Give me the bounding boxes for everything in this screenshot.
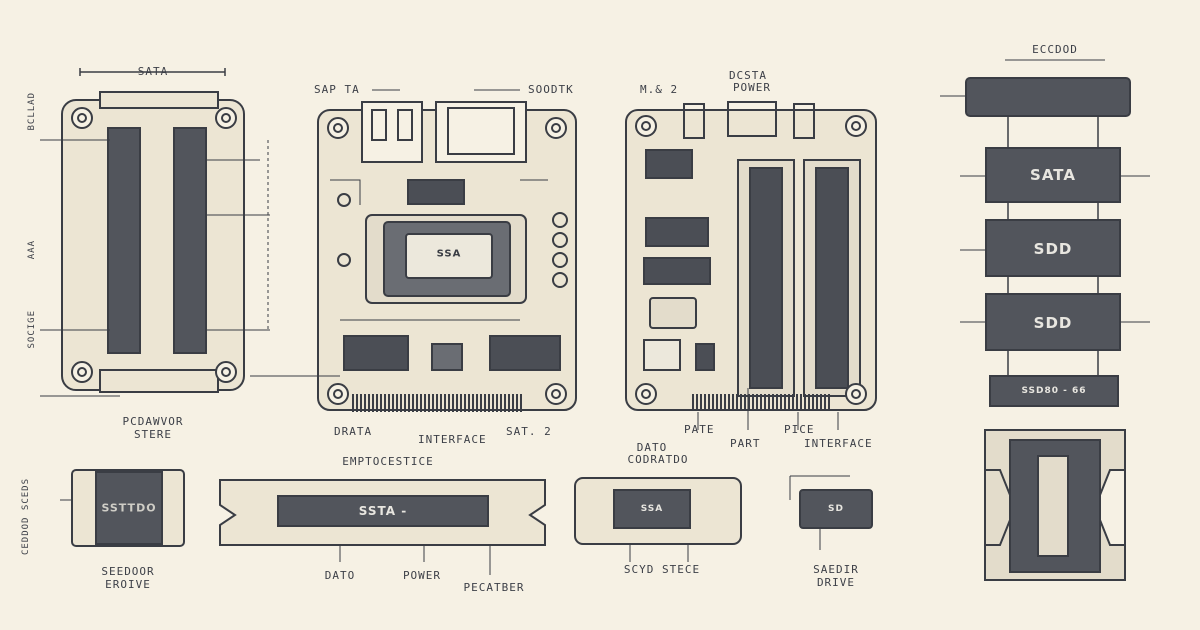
chip-sdd-block-2-label: SDD xyxy=(1033,314,1073,332)
label-soootk: SOODTK xyxy=(528,83,574,96)
label-left-side-3: SOCIGE xyxy=(27,310,37,349)
board-center xyxy=(250,89,577,412)
board-left xyxy=(40,68,270,397)
label-power-bottom: POWER xyxy=(402,569,442,582)
label-dato-connector-2: CODRATDO xyxy=(627,453,689,466)
label-interface-2: INTERFACE xyxy=(804,437,873,450)
label-left-side-1: BCLLAD xyxy=(27,92,37,131)
chip-bottom-left-label: SSTTDO xyxy=(101,501,157,515)
label-pice: PICE xyxy=(784,423,815,436)
chip-center-label: SSA xyxy=(436,248,462,260)
label-bottom-left-side: CEDDOD SCEDS xyxy=(21,478,31,556)
chip-bottom-strip-label: SSTA - xyxy=(358,504,408,518)
label-ecccdod: ECCDOD xyxy=(1032,43,1078,56)
label-scyd-stece: SCYD STECE xyxy=(623,563,701,576)
board-m2 xyxy=(625,101,877,430)
label-interface-1: INTERFACE xyxy=(418,433,487,446)
label-saedir-1: SAEDIR xyxy=(813,563,859,576)
label-part: PART xyxy=(730,437,761,450)
label-sata-top: SATA xyxy=(137,65,169,78)
label-pate: PATE xyxy=(684,423,715,436)
label-saedir-2: DRIVE xyxy=(816,576,856,589)
label-dato-bottom: DATO xyxy=(324,569,356,582)
chip-bottom-small-label: SD xyxy=(828,504,844,514)
label-reader-store-2: STERE xyxy=(133,428,173,441)
label-reader-store-1: PCDAWVOR xyxy=(122,415,184,428)
chip-small-strip-label: SSD80 - 66 xyxy=(1021,386,1087,396)
bottom-row xyxy=(60,469,873,575)
label-sat-2: SAT. 2 xyxy=(506,425,552,438)
label-sap-ta: SAP TA xyxy=(314,83,360,96)
label-dcsta-2: POWER xyxy=(732,81,772,94)
label-emprocestice: EMPTOCESTICE xyxy=(342,455,434,468)
right-stack xyxy=(940,59,1150,581)
chip-sata-block-label: SATA xyxy=(1030,166,1076,184)
label-seedoor-2: EROIVE xyxy=(105,578,151,591)
label-left-side-2: AAA xyxy=(27,240,37,260)
chip-sdd-block-1-label: SDD xyxy=(1033,240,1073,258)
label-m2: M.& 2 xyxy=(640,83,679,96)
label-pecatber: PECATBER xyxy=(463,581,525,594)
label-dato-connector-1: DATO xyxy=(636,441,668,454)
chip-bottom-mid-label: SSA xyxy=(640,504,664,514)
label-drata: DRATA xyxy=(334,425,373,438)
label-dcsta-1: DCSTA xyxy=(728,69,768,82)
label-seedoor-1: SEEDOOR xyxy=(101,565,155,578)
